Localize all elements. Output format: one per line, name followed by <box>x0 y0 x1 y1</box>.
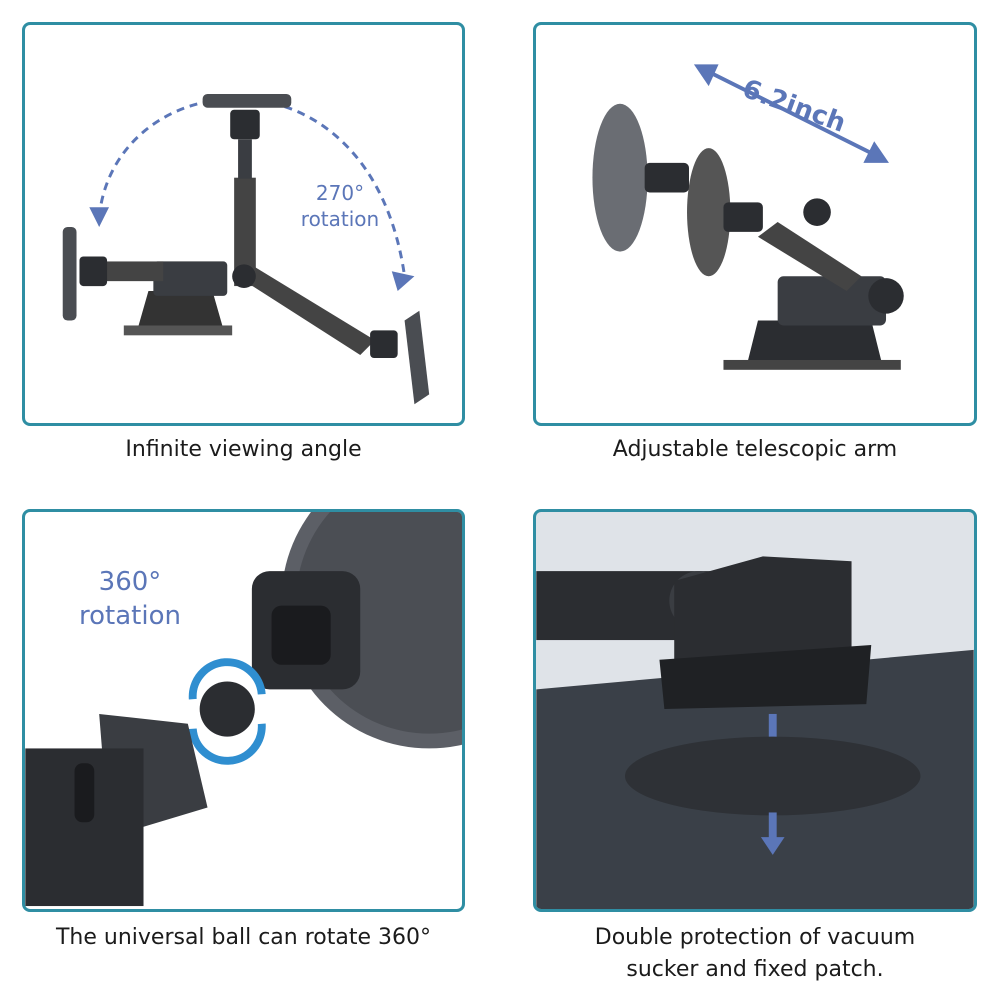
ball-joint-illustration <box>25 512 462 907</box>
rotate-arrow-icon <box>188 658 266 700</box>
arrow-down-icon <box>760 837 785 855</box>
base-plate <box>123 325 233 336</box>
mount-rotation-illustration <box>62 93 430 405</box>
panel-ball-joint <box>22 509 465 912</box>
universal-ball <box>199 681 255 737</box>
rotation-360-label: 360° rotation <box>79 567 181 631</box>
panel-rotation <box>22 22 465 426</box>
suction-base <box>748 320 882 360</box>
magnet-plate-right <box>404 310 430 405</box>
caption-universal-ball: The universal ball can rotate 360° <box>55 925 431 950</box>
magnet-plate-top <box>202 93 292 108</box>
magnet-plate-retracted <box>592 103 648 252</box>
arrow-right-icon <box>391 271 415 291</box>
suction-cup <box>659 644 872 710</box>
length-arrow <box>702 67 882 160</box>
caption-viewing-angle: Infinite viewing angle <box>125 437 362 462</box>
arrow-right-icon <box>863 141 889 163</box>
suction-patch-illustration <box>536 556 974 909</box>
arrow-left-icon <box>693 64 719 87</box>
arrow-left-icon <box>89 207 110 227</box>
magnet-plate-left <box>62 226 77 321</box>
fixed-patch <box>624 736 921 816</box>
suction-base <box>138 290 223 326</box>
magnet-plate-extended <box>687 148 731 277</box>
telescopic-arm-illustration <box>592 64 904 370</box>
caption-telescopic-arm: Adjustable telescopic arm <box>612 437 898 462</box>
base-plate <box>723 359 901 370</box>
panel-telescopic-arm <box>533 22 977 426</box>
rotation-270-label: 270° rotation <box>300 181 380 231</box>
caption-double-protection: Double protection of vacuum sucker and f… <box>594 925 916 982</box>
panel-suction-patch <box>533 509 977 912</box>
